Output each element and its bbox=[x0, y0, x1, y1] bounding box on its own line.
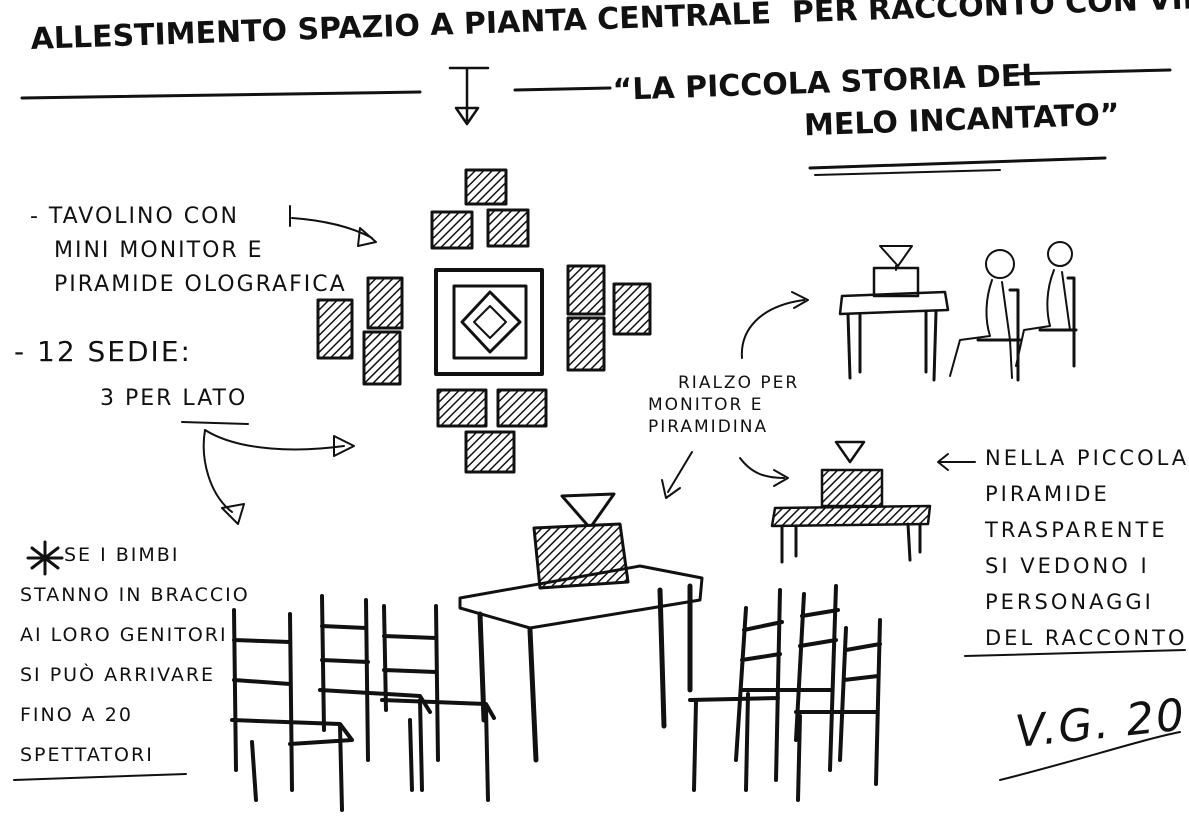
plan-chairs-bottom bbox=[436, 388, 548, 474]
plan-chairs-right bbox=[566, 264, 652, 372]
arrow-to-table bbox=[289, 205, 377, 247]
note-chairs-line1: - 12 SEDIE: bbox=[14, 335, 192, 368]
note-kids-line1: SE I BIMBI bbox=[64, 544, 180, 566]
story-underline bbox=[808, 156, 1107, 170]
note-kids-line3: AI LORO GENITORI bbox=[20, 624, 228, 646]
arrow-to-chairs bbox=[181, 421, 355, 457]
arrow-to-seated bbox=[740, 291, 809, 359]
note-chairs-line2: 3 PER LATO bbox=[100, 386, 248, 411]
title-underline-left bbox=[20, 90, 422, 100]
note-pyramid-line2: PIRAMIDE bbox=[985, 482, 1110, 506]
note-table-line3: PIRAMIDE OLOGRAFICA bbox=[54, 272, 347, 297]
small-riser-table bbox=[770, 440, 932, 564]
note-table: - TAVOLINO CON MINI MONITOR E PIRAMIDE O… bbox=[30, 200, 347, 302]
pyramid-note-underline bbox=[964, 649, 1186, 657]
note-pyramid-line3: TRASPARENTE bbox=[985, 518, 1168, 542]
title-underline-right bbox=[1008, 68, 1172, 76]
note-table-line2: MINI MONITOR E bbox=[54, 238, 264, 263]
note-table-line1: - TAVOLINO CON bbox=[30, 204, 239, 229]
signature-underline bbox=[999, 731, 1181, 781]
note-pyramid-line4: SI VEDONO I bbox=[985, 554, 1150, 578]
note-riser-line3: PIRAMIDINA bbox=[648, 417, 769, 437]
arrow-from-pyramid-note bbox=[937, 453, 976, 471]
note-chairs: - 12 SEDIE: 3 PER LATO bbox=[14, 330, 247, 421]
note-pyramid-line5: PERSONAGGI bbox=[985, 590, 1154, 614]
kids-note-underline bbox=[13, 773, 187, 781]
note-riser-line1: RIALZO PER bbox=[678, 373, 800, 393]
title-underline-mid bbox=[513, 86, 612, 92]
arrow-to-riser bbox=[661, 451, 693, 499]
note-kids: SE I BIMBI STANNO IN BRACCIO AI LORO GEN… bbox=[20, 535, 250, 775]
note-pyramid: NELLA PICCOLA PIRAMIDE TRASPARENTE SI VE… bbox=[985, 440, 1189, 656]
arrow-to-perspective bbox=[202, 429, 245, 525]
note-pyramid-line1: NELLA PICCOLA bbox=[985, 446, 1189, 470]
story-title: “LA PICCOLA STORIA DEL MELO INCANTATO” bbox=[612, 52, 1120, 154]
note-kids-line5: FINO A 20 bbox=[20, 704, 133, 726]
asterisk-icon bbox=[26, 540, 64, 576]
plan-chairs-left bbox=[316, 276, 404, 386]
title-arrow bbox=[448, 66, 490, 126]
note-riser: RIALZO PER MONITOR E PIRAMIDINA bbox=[648, 372, 799, 438]
note-kids-line4: SI PUÒ ARRIVARE bbox=[20, 664, 216, 686]
note-kids-line2: STANNO IN BRACCIO bbox=[20, 584, 250, 606]
plan-central-table bbox=[434, 268, 544, 376]
note-kids-line6: SPETTATORI bbox=[20, 744, 154, 766]
seated-spectators-vignette bbox=[838, 241, 1078, 382]
note-pyramid-line6: DEL RACCONTO bbox=[985, 626, 1188, 650]
note-riser-line2: MONITOR E bbox=[648, 395, 764, 415]
perspective-chairs-right bbox=[688, 584, 882, 802]
plan-chairs-top bbox=[430, 168, 530, 250]
perspective-chairs-left bbox=[230, 594, 496, 812]
arrow-to-small-table bbox=[739, 457, 789, 487]
perspective-table bbox=[458, 492, 704, 763]
